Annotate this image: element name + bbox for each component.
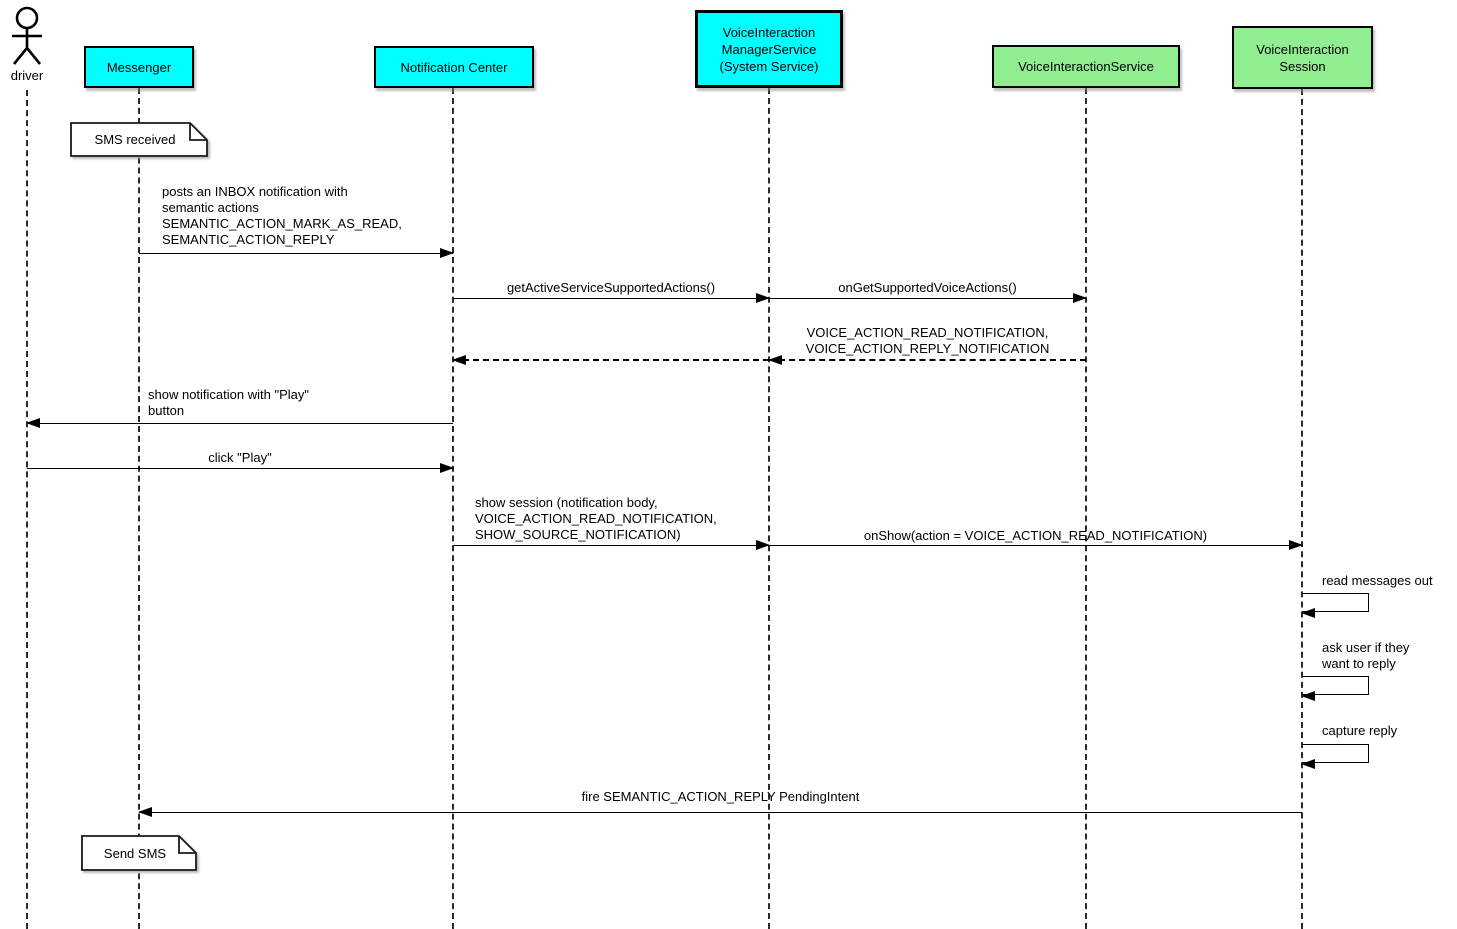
actor-label: driver [10, 68, 44, 83]
return-arrow [452, 354, 769, 365]
self-message-label: ask user if they want to reply [1322, 640, 1410, 671]
message-label: show session (notification body, VOICE_A… [475, 495, 717, 542]
message-label: posts an INBOX notification with semanti… [162, 184, 402, 247]
message-arrow [139, 247, 454, 258]
lifeline-notification-center [452, 88, 454, 929]
actor-icon [12, 6, 42, 65]
self-message-label: capture reply [1322, 723, 1398, 738]
arrowhead-left-icon [768, 354, 782, 365]
lifeline-messenger [138, 88, 140, 929]
message-arrow [453, 539, 770, 550]
arrowhead-right-icon [440, 462, 454, 473]
note-text: Send SMS [103, 845, 167, 861]
message-arrow [769, 292, 1087, 303]
note-text: SMS received [94, 132, 176, 147]
message-arrow [453, 292, 770, 303]
participant-notification-center: Notification Center [374, 46, 534, 88]
lifeline-voiceinteraction-managerservice [768, 88, 770, 929]
arrowhead-right-icon [440, 247, 454, 258]
lifeline-voiceinteractionsession [1301, 89, 1303, 929]
self-message-arrow [1301, 676, 1369, 701]
message-arrow [27, 462, 454, 473]
message-label: onShow(action = VOICE_ACTION_READ_NOTIFI… [863, 528, 1208, 543]
note-shape-icon [81, 835, 197, 871]
message-label: click "Play" [208, 450, 272, 465]
message-label: fire SEMANTIC_ACTION_REPLY PendingIntent [581, 789, 860, 804]
arrowhead-right-icon [1073, 292, 1087, 303]
self-message-arrow [1301, 593, 1369, 618]
message-label: show notification with "Play" button [148, 387, 309, 418]
arrowhead-right-icon [756, 539, 770, 550]
message-label: onGetSupportedVoiceActions() [838, 280, 1017, 295]
note-sms-received: SMS received [70, 122, 208, 157]
arrowhead-right-icon [1289, 539, 1303, 550]
arrowhead-left-icon [1301, 608, 1315, 618]
arrowhead-left-icon [452, 354, 466, 365]
arrowhead-left-icon [1301, 691, 1315, 701]
arrowhead-left-icon [138, 806, 152, 817]
participant-messenger: Messenger [84, 46, 194, 88]
arrowhead-right-icon [756, 292, 770, 303]
arrowhead-left-icon [26, 417, 40, 428]
participant-voiceinteraction-managerservice: VoiceInteraction ManagerService (System … [695, 10, 843, 88]
note-shape-icon [70, 122, 208, 157]
message-arrow [769, 539, 1303, 550]
lifeline-driver [26, 90, 28, 929]
participant-voiceinteractionservice: VoiceInteractionService [992, 45, 1180, 88]
note-send-sms: Send SMS [81, 835, 197, 871]
arrowhead-left-icon [1301, 759, 1315, 769]
message-label: getActiveServiceSupportedActions() [506, 280, 716, 295]
message-arrow [26, 417, 453, 428]
message-arrow [138, 806, 1302, 817]
lifeline-voiceinteractionservice [1085, 88, 1087, 929]
return-label: VOICE_ACTION_READ_NOTIFICATION, VOICE_AC… [805, 325, 1050, 356]
self-message-label: read messages out [1322, 573, 1433, 588]
participant-voiceinteractionsession: VoiceInteraction Session [1232, 26, 1373, 89]
return-arrow [768, 354, 1086, 365]
self-message-arrow [1301, 744, 1369, 769]
